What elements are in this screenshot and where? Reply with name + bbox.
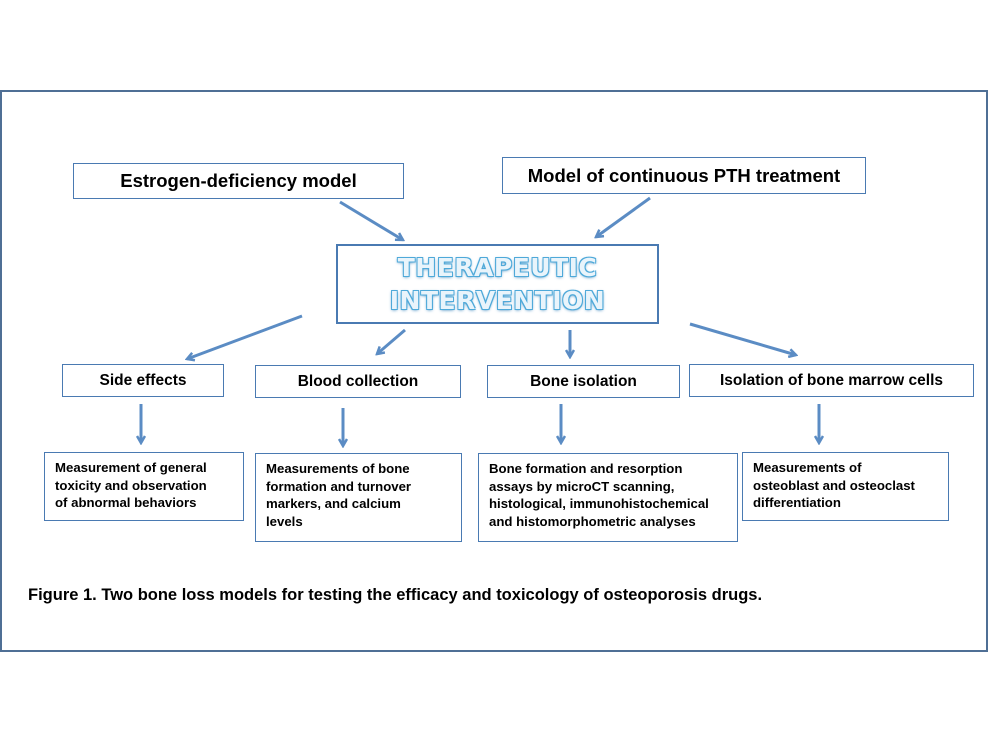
- estrogen-model-box: Estrogen-deficiency model: [73, 163, 404, 199]
- blood-collection-detail-box: Measurements of bone formation and turno…: [255, 453, 462, 542]
- detail-line: Measurement of general: [55, 460, 207, 475]
- detail-line: histological, immunohistochemical: [489, 496, 709, 511]
- pth-model-label: Model of continuous PTH treatment: [527, 164, 841, 186]
- detail-line: differentiation: [753, 495, 841, 510]
- therapeutic-intervention-box: THERAPEUTIC INTERVENTION: [336, 244, 659, 324]
- side-effects-label: Side effects: [99, 371, 187, 389]
- bone-marrow-label: Isolation of bone marrow cells: [719, 371, 944, 389]
- bone-marrow-detail-box: Measurements of osteoblast and osteoclas…: [742, 452, 949, 521]
- detail-line: assays by microCT scanning,: [489, 478, 675, 494]
- detail-line: and histomorphometric analyses: [489, 513, 696, 529]
- blood-collection-box: Blood collection: [255, 365, 461, 398]
- bone-isolation-label: Bone isolation: [530, 372, 637, 390]
- detail-line: levels: [266, 513, 303, 529]
- intervention-line-1: THERAPEUTIC: [397, 253, 598, 282]
- detail-line: toxicity and observation: [55, 477, 207, 493]
- figure-caption: Figure 1. Two bone loss models for testi…: [28, 586, 763, 604]
- detail-line: Bone formation and resorption: [489, 461, 683, 476]
- side-effects-detail-box: Measurement of general toxicity and obse…: [44, 452, 244, 521]
- estrogen-model-label: Estrogen-deficiency model: [120, 170, 357, 191]
- bone-marrow-box: Isolation of bone marrow cells: [689, 364, 974, 397]
- bone-isolation-detail-box: Bone formation and resorption assays by …: [478, 453, 738, 542]
- detail-line: Measurements of: [753, 460, 862, 475]
- blood-collection-label: Blood collection: [297, 372, 419, 390]
- detail-line: markers, and calcium: [266, 496, 401, 511]
- figure-frame: [0, 90, 988, 652]
- intervention-line-2: INTERVENTION: [389, 286, 606, 315]
- bone-isolation-box: Bone isolation: [487, 365, 680, 398]
- detail-line: Measurements of bone: [266, 461, 410, 476]
- detail-line: osteoblast and osteoclast: [753, 477, 915, 493]
- side-effects-box: Side effects: [62, 364, 224, 397]
- pth-model-box: Model of continuous PTH treatment: [502, 157, 866, 194]
- detail-line: of abnormal behaviors: [55, 495, 197, 510]
- detail-line: formation and turnover: [266, 478, 412, 494]
